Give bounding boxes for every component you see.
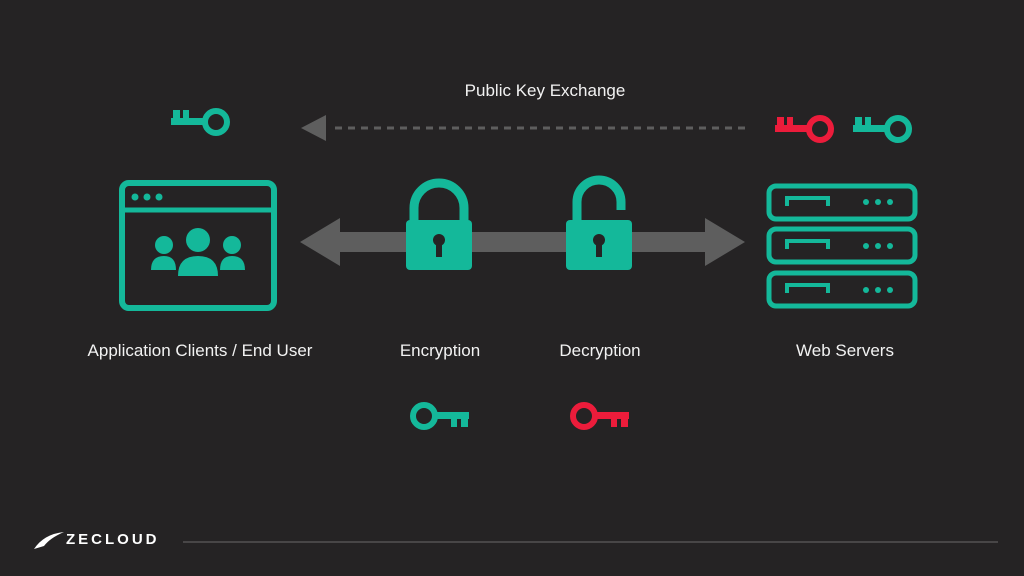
unlocked-padlock-icon xyxy=(566,175,632,270)
brand-logo-text[interactable]: ZECLOUD xyxy=(66,531,160,548)
server-public-key-icon xyxy=(853,115,912,143)
public-key-exchange-label: Public Key Exchange xyxy=(464,81,626,100)
double-arrow xyxy=(300,218,745,266)
public-key-exchange-arrow xyxy=(301,115,745,141)
server-private-key-icon xyxy=(775,115,834,143)
encryption-public-key-icon xyxy=(410,402,469,430)
locked-padlock-icon xyxy=(406,178,472,270)
client-public-key-icon xyxy=(171,108,230,136)
server-stack-icon xyxy=(766,183,918,309)
decryption-private-key-icon xyxy=(570,402,629,430)
brand-logo-icon xyxy=(34,532,64,549)
decryption-label: Decryption xyxy=(559,341,641,360)
web-servers-label: Web Servers xyxy=(796,341,894,360)
clients-label: Application Clients / End User xyxy=(87,341,313,360)
encryption-label: Encryption xyxy=(399,341,481,360)
browser-users-icon xyxy=(119,180,277,311)
